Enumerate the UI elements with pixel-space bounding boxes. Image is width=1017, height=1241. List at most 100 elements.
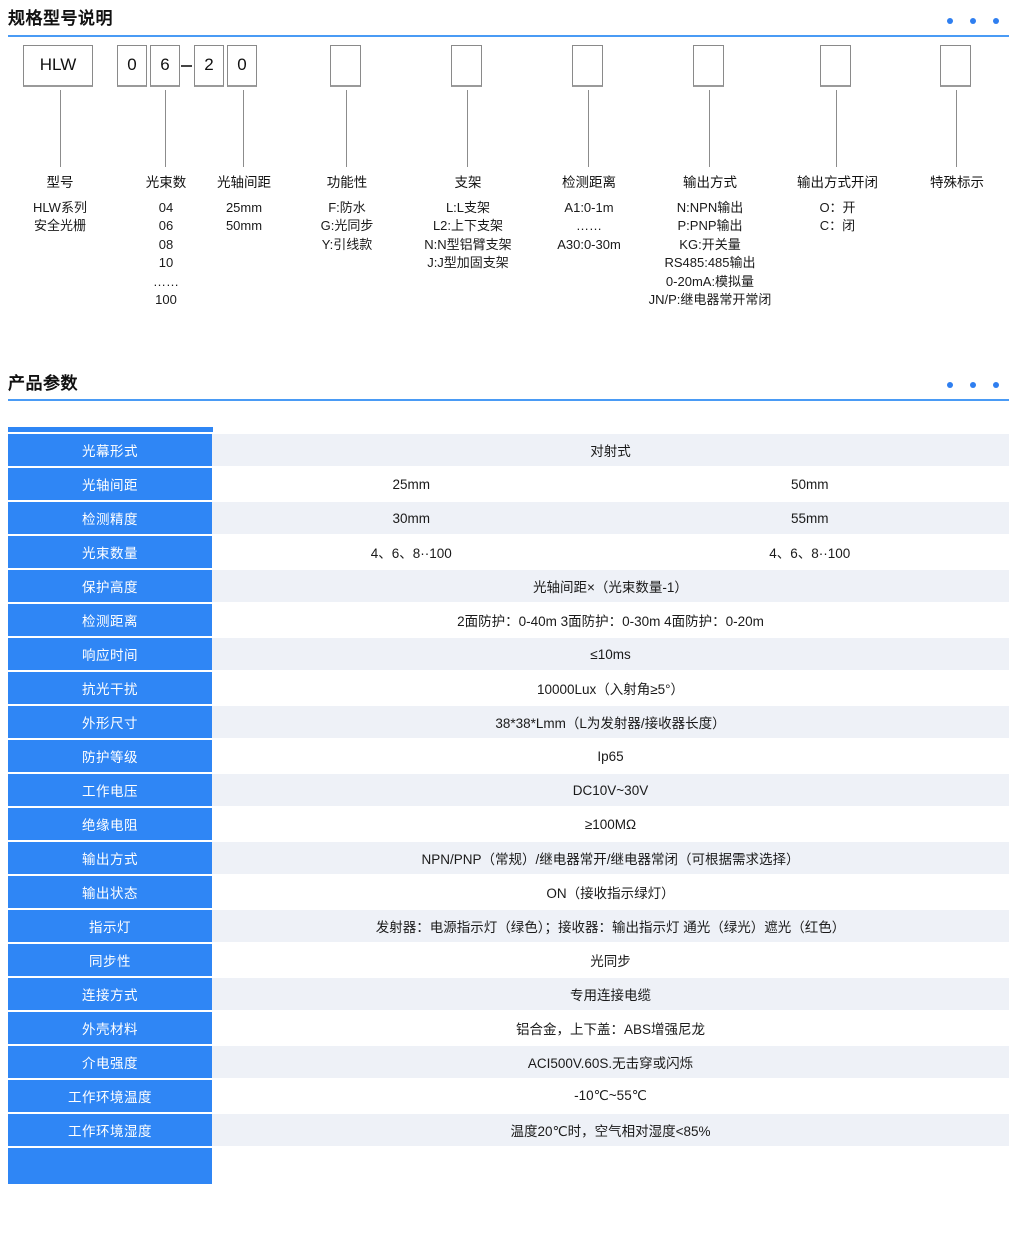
table-row-label: 检测距离 (8, 604, 212, 637)
table-row-label: 外壳材料 (8, 1012, 212, 1045)
legend-item: G:光同步 (320, 218, 374, 234)
legend-item: 10 (158, 255, 174, 271)
model-code-box (330, 44, 361, 87)
connector-line (588, 89, 589, 167)
table-row-value-part: 55mm (790, 510, 829, 526)
dot-icon (970, 17, 976, 24)
table-row-value: 2面防护：0-40m 3面防护：0-30m 4面防护：0-20m (212, 604, 1009, 637)
legend-column-title: 检测距离 (562, 174, 616, 190)
legend-column: 光轴间距 25mm 50mm (200, 173, 288, 236)
table-row-label: 工作环境温度 (8, 1080, 212, 1113)
model-code-box: HLW (23, 44, 93, 87)
legend-item: …… (576, 218, 602, 234)
table-row-value: 专用连接电缆 (212, 978, 1009, 1011)
table-row-label: 工作环境湿度 (8, 1114, 212, 1147)
legend-item: J:J型加固支架 (427, 255, 509, 271)
legend-item: 50mm (225, 218, 263, 234)
model-code-box (572, 44, 603, 87)
table-row: 同步性光同步 (8, 944, 1009, 977)
table-row-value: 对射式 (212, 434, 1009, 467)
table-row: 工作环境湿度温度20℃时，空气相对湿度<85% (8, 1114, 1009, 1147)
table-accent-bar (8, 427, 213, 433)
table-row-value (212, 1148, 1009, 1185)
table-row: 响应时间≤10ms (8, 638, 1009, 671)
table-row-value: ≥100MΩ (212, 808, 1009, 841)
table-row-label: 检测精度 (8, 502, 212, 535)
table-row-label: 外形尺寸 (8, 706, 212, 739)
legend-item: N:N型铝臂支架 (424, 236, 512, 252)
legend-item: 100 (155, 292, 177, 308)
table-row (8, 1148, 1009, 1185)
params-title: 产品参数 (8, 373, 78, 393)
model-code-box (693, 44, 724, 87)
table-row: 光幕形式对射式 (8, 434, 1009, 467)
legend-item: 安全光栅 (33, 218, 86, 234)
table-row-value: ≤10ms (212, 638, 1009, 671)
table-row-value: 25mm 50mm (212, 468, 1009, 501)
model-code-box (940, 44, 971, 87)
legend-column: 特殊标示 (902, 173, 1012, 199)
legend-item: RS485:485输出 (664, 255, 756, 271)
table-row-label: 光轴间距 (8, 468, 212, 501)
legend-item: 25mm (225, 199, 263, 215)
model-section-header: 规格型号说明 (0, 0, 1017, 37)
connector-line (956, 89, 957, 167)
table-row-value: ON（接收指示绿灯） (212, 876, 1009, 909)
table-row-value-part: 25mm (392, 476, 430, 492)
table-row-value: 发射器：电源指示灯（绿色）；接收器：输出指示灯 通光（绿光）遮光（红色） (212, 910, 1009, 943)
dot-icon (947, 17, 953, 24)
table-row-label: 输出方式 (8, 842, 212, 875)
legend-item: JN/P:继电器常开常闭 (648, 292, 772, 308)
legend-item: L:L支架 (445, 199, 491, 215)
table-row-value: 铝合金，上下盖：ABS增强尼龙 (212, 1012, 1009, 1045)
model-code-dash (181, 64, 192, 67)
table-row-label: 输出状态 (8, 876, 212, 909)
legend-column-title: 功能性 (326, 174, 368, 190)
table-row-value-part: 50mm (790, 476, 829, 492)
legend-item: O：开 (819, 199, 856, 215)
legend-item: L2:上下支架 (432, 218, 504, 234)
model-code-box: 6 (150, 44, 180, 87)
header-dots-model (947, 17, 1009, 29)
table-row-value: 30mm 55mm (212, 502, 1009, 535)
legend-column-title: 支架 (454, 174, 482, 190)
table-row-label: 抗光干扰 (8, 672, 212, 705)
table-row-label: 防护等级 (8, 740, 212, 773)
connector-line (60, 89, 61, 167)
table-row: 连接方式专用连接电缆 (8, 978, 1009, 1011)
table-row-label: 同步性 (8, 944, 212, 977)
table-row-value: 光轴间距×（光束数量-1） (212, 570, 1009, 603)
table-row-value-part: 4、6、8··100 (370, 546, 452, 562)
table-row-label (8, 1148, 212, 1185)
model-code-box (451, 44, 482, 87)
table-row-label: 保护高度 (8, 570, 212, 603)
table-row: 指示灯发射器：电源指示灯（绿色）；接收器：输出指示灯 通光（绿光）遮光（红色） (8, 910, 1009, 943)
legend-item: N:NPN输出 (676, 199, 744, 215)
legend-column-title: 光轴间距 (217, 174, 271, 190)
table-row-label: 介电强度 (8, 1046, 212, 1079)
legend-column-title: 输出方式 (683, 174, 737, 190)
header-divider (8, 34, 1009, 37)
table-row-value-part: 30mm (392, 510, 430, 526)
table-row-value: -10℃~55℃ (212, 1080, 1009, 1113)
table-row-value: ACI500V.60S.无击穿或闪烁 (212, 1046, 1009, 1079)
legend-item: P:PNP输出 (677, 218, 743, 234)
model-code-box: 2 (194, 44, 224, 87)
table-row-label: 连接方式 (8, 978, 212, 1011)
